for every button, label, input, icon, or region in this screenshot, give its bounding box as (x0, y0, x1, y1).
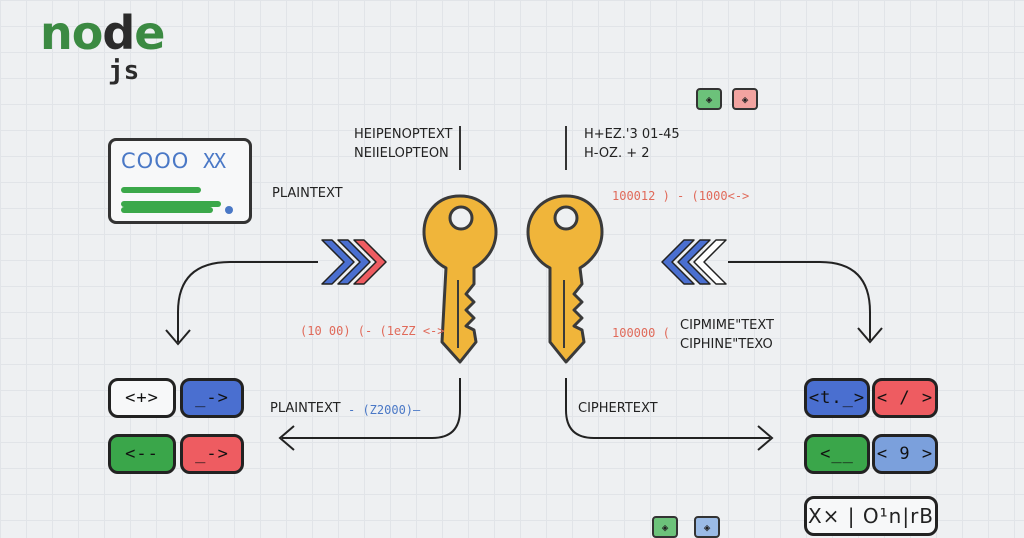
card-x-text: XX (203, 149, 226, 173)
hex-left: (10 00) (- (1eZZ <-> (300, 324, 445, 338)
bottom-right-arrow (565, 378, 770, 439)
right-curve-arrow (728, 261, 871, 340)
pill-left-2: _-> (180, 378, 244, 418)
card-code-text: COOO (121, 149, 190, 173)
arrowhead (278, 425, 295, 451)
plaintext-label-bottom: PLAINTEXT (270, 401, 341, 416)
x-box: X× | O¹n|rB (804, 496, 938, 536)
key-icon (526, 194, 604, 364)
logo-js: js (108, 56, 140, 86)
nodejs-logo: node (40, 10, 166, 56)
logo-node-part-1: no (40, 6, 103, 60)
plaintext-label-top: PLAINTEXT (272, 186, 343, 201)
heading-right-2: H-OZ. + 2 (584, 146, 650, 161)
key-icon (422, 194, 498, 364)
pill-right-2: < / > (872, 378, 938, 418)
pill-right-4: < 9 > (872, 434, 938, 474)
ciphertext-label-bottom: CIPHERTEXT (578, 401, 658, 416)
hex-right-top: 100012 ) - (1000<-> (612, 189, 750, 203)
left-curve-arrow (177, 261, 318, 342)
pill-right-3: <__ (804, 434, 870, 474)
chevrons-left (661, 239, 727, 285)
badge-top-green: ◈ (696, 88, 722, 110)
chevrons-right (321, 239, 387, 285)
pill-left-4: _-> (180, 434, 244, 474)
logo-node-part-3: e (134, 6, 165, 60)
arrowhead (857, 327, 883, 344)
card-bar (121, 201, 221, 207)
arrowhead (757, 425, 774, 451)
arrowhead (165, 329, 191, 346)
badge-top-red: ◈ (732, 88, 758, 110)
logo-node-part-2: d (102, 6, 135, 60)
heading-left-1: HEIPENOPTEXT (354, 127, 453, 142)
pill-right-1: <t._> (804, 378, 870, 418)
heading-right-1: H+EZ.'3 01-45 (584, 127, 680, 142)
cipher-right-2: CIPHINE"TEXO (680, 337, 773, 352)
pill-left-3: <-- (108, 434, 176, 474)
card-dot (225, 206, 233, 214)
badge-bottom-green: ◈ (652, 516, 678, 538)
pill-left-1: <+> (108, 378, 176, 418)
card-bar (121, 207, 213, 213)
code-card: COOO XX (108, 138, 252, 224)
badge-bottom-blue: ◈ (694, 516, 720, 538)
plaintext-bottom-hex: - (Z2000)— (348, 403, 421, 417)
card-bar (121, 187, 201, 193)
cipher-right-1: CIPMIME"TEXT (680, 318, 774, 333)
hex-right-mid: 100000 ( (612, 326, 670, 340)
heading-left-2: NEIIELOPTEON (354, 146, 449, 161)
bottom-left-arrow (282, 378, 461, 439)
